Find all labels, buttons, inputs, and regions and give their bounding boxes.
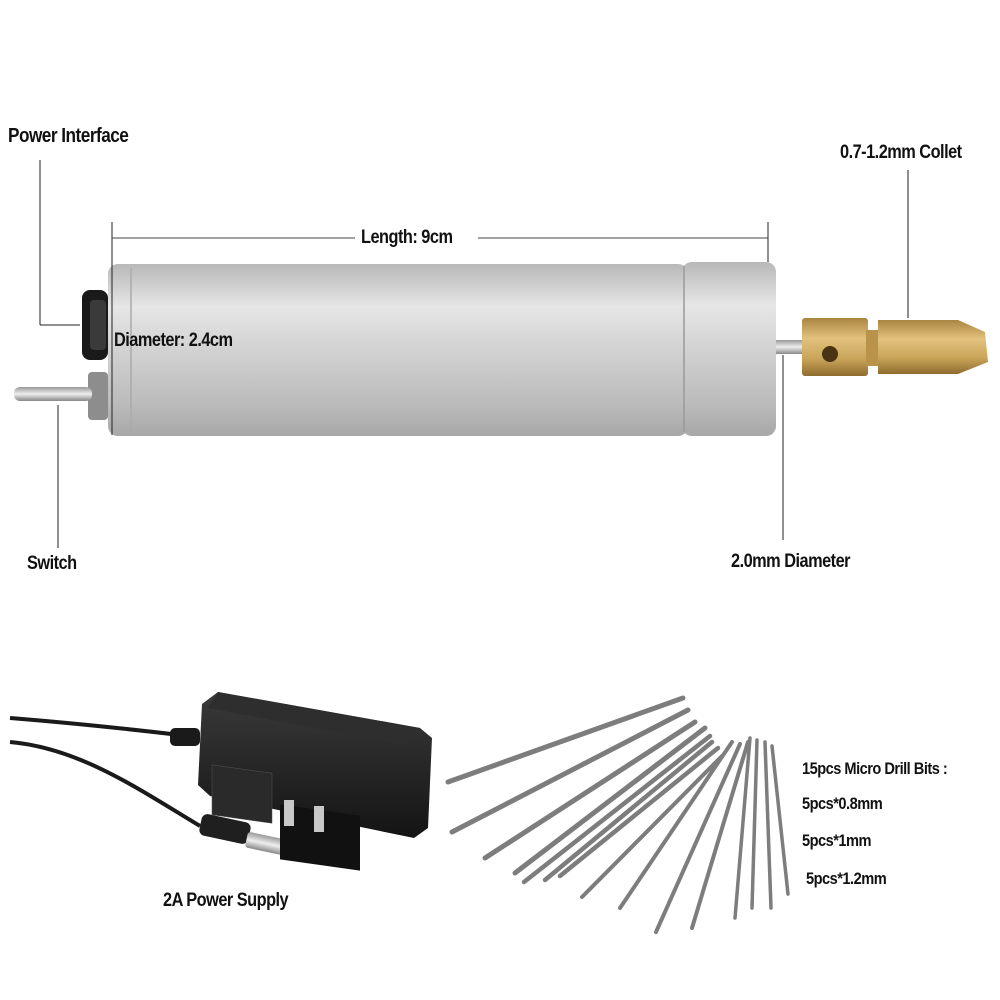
power-interface-label: Power Interface	[8, 125, 129, 147]
dimension-lines	[39, 160, 909, 548]
drill-bits-08mm: 5pcs*0.8mm	[802, 794, 883, 813]
collet-icon	[802, 318, 868, 376]
shaft-diameter-label: 2.0mm Diameter	[731, 551, 851, 572]
switch-icon	[88, 372, 108, 420]
drill-bits-title: 15pcs Micro Drill Bits :	[802, 759, 948, 778]
diameter-label: Diameter: 2.4cm	[114, 330, 233, 351]
drill-bits	[445, 695, 790, 934]
mini-drill	[14, 262, 988, 436]
power-adapter	[9, 692, 432, 871]
power-supply-label: 2A Power Supply	[163, 890, 289, 911]
drill-bits-1mm: 5pcs*1mm	[802, 831, 872, 850]
collet-label: 0.7-1.2mm Collet	[840, 142, 962, 163]
drill-bits-12mm: 5pcs*1.2mm	[806, 869, 887, 888]
switch-label: Switch	[27, 553, 77, 574]
length-label: Length: 9cm	[361, 227, 453, 248]
